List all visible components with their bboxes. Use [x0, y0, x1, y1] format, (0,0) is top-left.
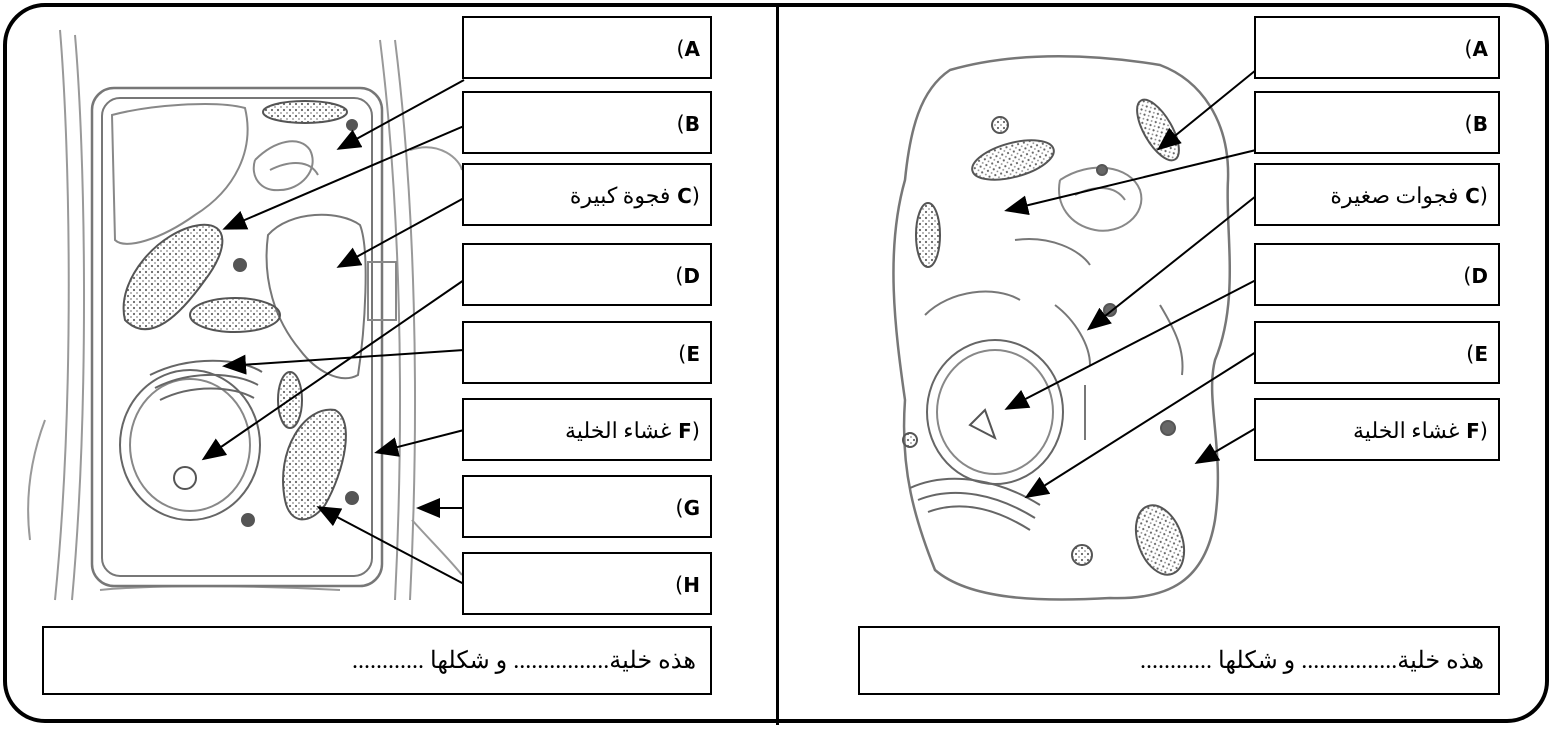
animal-label-b[interactable]: B) [1254, 91, 1500, 154]
label-letter: B [1472, 112, 1488, 136]
animal-label-f[interactable]: (F غشاء الخلية [1254, 398, 1500, 461]
animal-caption-box[interactable]: هذه خلية................ و شكلها .......… [858, 626, 1500, 695]
label-letter: G [683, 496, 700, 520]
animal-arrows [1004, 69, 1257, 499]
plant-arrows [201, 79, 465, 585]
label-letter: C [677, 184, 692, 208]
animal-label-a[interactable]: A) [1254, 16, 1500, 79]
plant-caption-box[interactable]: هذه خلية................ و شكلها .......… [42, 626, 712, 695]
plant-organelles [122, 100, 359, 527]
label-letter: B [684, 112, 700, 136]
plant-label-f[interactable]: (F غشاء الخلية [462, 398, 712, 461]
label-letter: F [678, 419, 692, 443]
label-letter: D [683, 264, 700, 288]
animal-caption: هذه خلية................ و شكلها .......… [1140, 648, 1484, 674]
animal-label-c[interactable]: (C فجوات صغيرة [1254, 163, 1500, 226]
plant-label-e[interactable]: E) [462, 321, 712, 384]
plant-label-b[interactable]: B) [462, 91, 712, 154]
animal-cell [892, 55, 1231, 601]
plant-label-h[interactable]: H) [462, 552, 712, 615]
label-text: فجوات صغيرة [1330, 183, 1459, 208]
label-letter: F [1466, 419, 1480, 443]
label-letter: E [1474, 342, 1488, 366]
label-text: فجوة كبيرة [569, 183, 671, 208]
label-text: غشاء الخلية [1353, 418, 1460, 443]
animal-label-d[interactable]: D) [1254, 243, 1500, 306]
plant-label-d[interactable]: D) [462, 243, 712, 306]
plant-label-c[interactable]: (C فجوة كبيرة [462, 163, 712, 226]
label-letter: E [686, 342, 700, 366]
label-letter: C [1465, 184, 1480, 208]
animal-label-e[interactable]: E) [1254, 321, 1500, 384]
plant-caption: هذه خلية................ و شكلها .......… [352, 648, 696, 674]
animal-organelles [902, 98, 1186, 576]
label-letter: H [683, 573, 700, 597]
plant-label-a[interactable]: A) [462, 16, 712, 79]
label-letter: D [1471, 264, 1488, 288]
panel-divider [776, 5, 779, 725]
plant-label-g[interactable]: G) [462, 475, 712, 538]
label-letter: A [684, 37, 700, 61]
label-letter: A [1472, 37, 1488, 61]
label-text: غشاء الخلية [565, 418, 672, 443]
